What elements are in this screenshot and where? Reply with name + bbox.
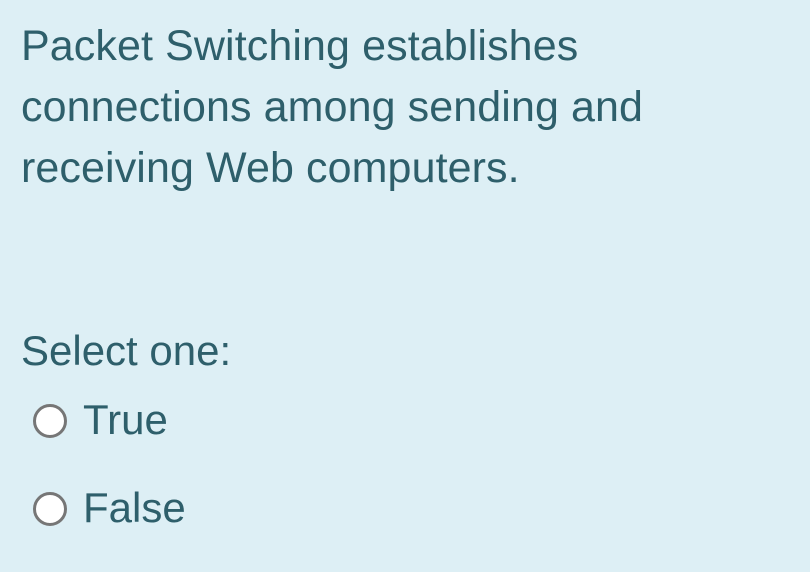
quiz-question-page: Packet Switching establishes connections… bbox=[21, 22, 644, 531]
answer-option-label-false: False bbox=[83, 484, 186, 531]
answer-option-true[interactable]: True bbox=[0, 396, 810, 444]
select-one-prompt: Select one: bbox=[21, 327, 232, 374]
answer-option-false[interactable]: False bbox=[0, 484, 810, 532]
question-text: Packet Switching establishes connections… bbox=[21, 22, 644, 192]
radio-unchecked-icon[interactable] bbox=[33, 404, 67, 438]
radio-unchecked-icon[interactable] bbox=[33, 492, 67, 526]
answer-option-label-true: True bbox=[83, 396, 168, 443]
answer-options-group: True False bbox=[0, 396, 810, 572]
